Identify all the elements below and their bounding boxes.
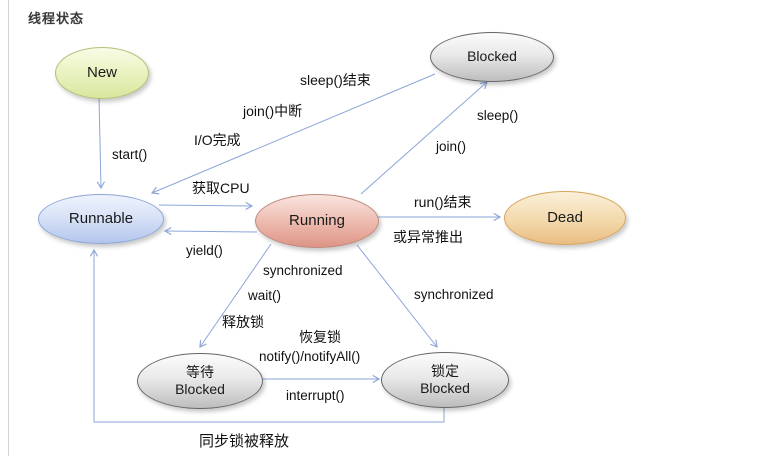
state-label-line1: 锁定 (431, 362, 459, 379)
edge-running-to-blocked (360, 81, 488, 195)
state-label: Dead (547, 208, 583, 226)
edge-label-sleep-end: sleep()结束 (300, 72, 371, 88)
edge-label-notify: notify()/notifyAll() (259, 349, 361, 364)
edge-label-start: start() (112, 147, 148, 162)
state-label-line2: Blocked (420, 380, 470, 396)
edge-label-synchronized-left: synchronized (263, 263, 343, 278)
edge-label-sync-lock-released: 同步锁被释放 (199, 433, 290, 450)
edge-yield (163, 226, 258, 236)
state-label: Runnable (68, 209, 134, 227)
edge-get-cpu (158, 201, 254, 211)
edge-label-wait: wait() (248, 288, 281, 303)
edge-label-synchronized-right: synchronized (414, 287, 494, 302)
state-node-running: Running (255, 194, 379, 248)
state-label: Running (289, 211, 345, 229)
edge-wait (199, 243, 272, 348)
edge-label-release-lock: 释放锁 (222, 314, 264, 330)
state-label-line2: Blocked (175, 381, 225, 397)
state-label-line1: 等待 (186, 363, 214, 380)
edge-label-restore-lock: 恢复锁 (299, 329, 341, 345)
edge-label-join-interrupt: join()中断 (243, 103, 303, 119)
state-label: Blocked (467, 48, 517, 65)
edge-lock-released (89, 248, 445, 423)
edge-start (96, 96, 105, 190)
edge-label-io-done: I/O完成 (194, 132, 241, 148)
edge-label-join: join() (436, 139, 467, 154)
state-node-blocked: Blocked (430, 32, 554, 82)
state-label: New (86, 63, 117, 81)
edge-synchronized-right (356, 244, 438, 348)
edge-blocked-to-runnable (150, 73, 436, 195)
state-node-runnable: Runnable (38, 194, 164, 244)
state-node-new: New (55, 47, 149, 99)
state-node-lock-blocked: 锁定 Blocked (381, 352, 509, 408)
page-left-border (8, 0, 9, 456)
state-node-dead: Dead (504, 191, 626, 245)
edge-label-get-cpu: 获取CPU (192, 180, 250, 196)
edge-label-abnormal-exit: 或异常推出 (393, 229, 463, 245)
edge-label-run-end: run()结束 (414, 194, 472, 210)
edge-label-yield: yield() (186, 243, 223, 258)
state-node-wait-blocked: 等待 Blocked (137, 353, 263, 409)
diagram-title: 线程状态 (28, 11, 85, 26)
edge-label-sleep: sleep() (477, 108, 519, 123)
edge-label-interrupt: interrupt() (286, 388, 345, 403)
